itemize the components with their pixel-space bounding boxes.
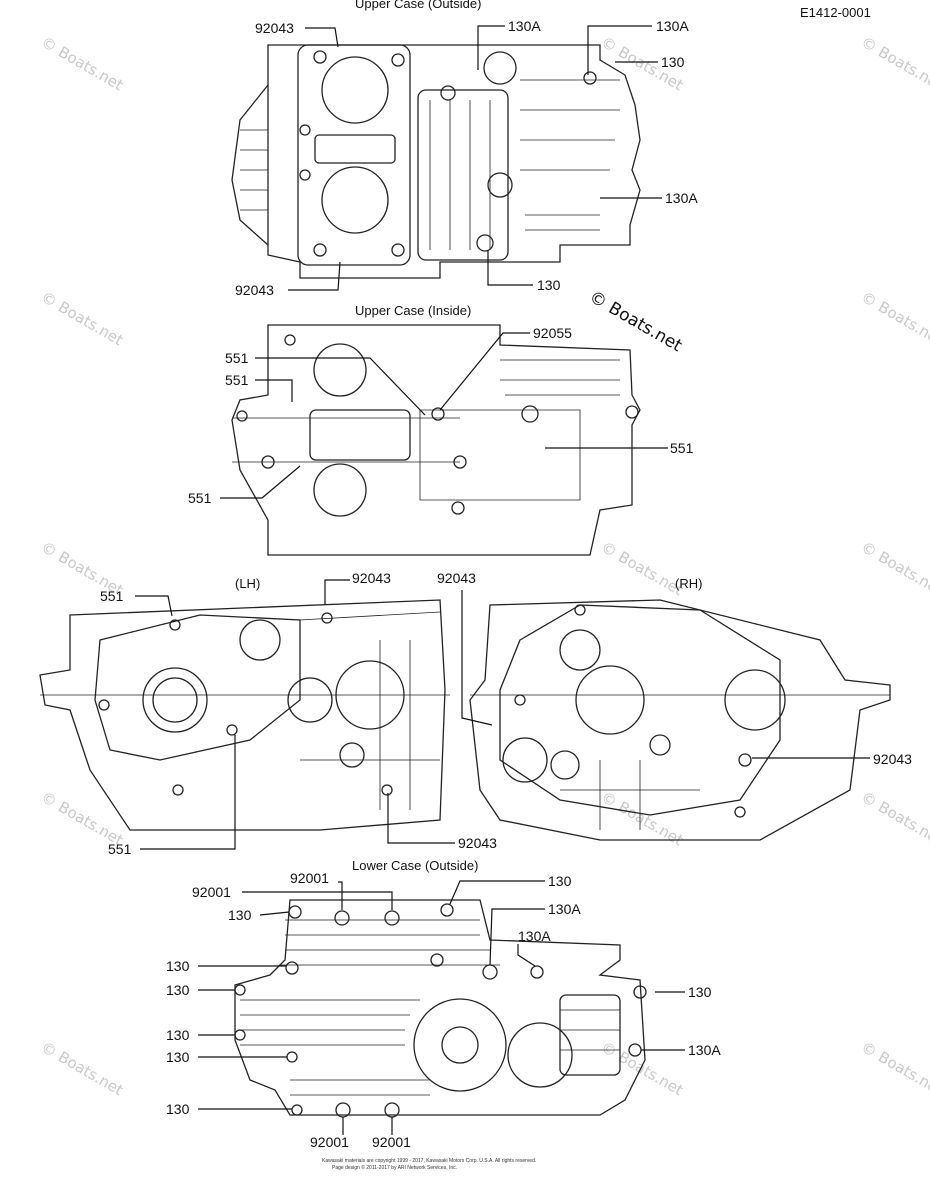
upper-inside-callouts: 92055 551 551 551 551 bbox=[188, 325, 694, 506]
caption-lower-outside: Lower Case (Outside) bbox=[352, 858, 478, 873]
watermark: © Boats.net bbox=[858, 288, 930, 349]
callout-label: 130A bbox=[508, 18, 541, 34]
caption-upper-outside: Upper Case (Outside) bbox=[355, 0, 481, 11]
watermark: © Boats.net bbox=[858, 788, 930, 849]
figure-id: E1412-0001 bbox=[800, 5, 871, 20]
watermark: © Boats.net bbox=[858, 1038, 930, 1099]
lh-case-drawing bbox=[39, 599, 450, 831]
callout-label: 92001 bbox=[192, 884, 231, 900]
callout-label: 130 bbox=[166, 982, 190, 998]
callout-label: 130 bbox=[166, 958, 190, 974]
caption-rh: (RH) bbox=[675, 576, 702, 591]
callout-label: 130A bbox=[518, 928, 551, 944]
callout-label: 551 bbox=[225, 372, 249, 388]
watermark: © Boats.net bbox=[38, 288, 126, 349]
callout-label: 130 bbox=[537, 277, 561, 293]
watermark-large: © Boats.net bbox=[586, 287, 686, 356]
callout-label: 130 bbox=[166, 1027, 190, 1043]
watermark: © Boats.net bbox=[38, 33, 126, 94]
upper-case-inside-drawing bbox=[231, 324, 641, 556]
callout-label: 130 bbox=[228, 907, 252, 923]
callout-label: 92055 bbox=[533, 325, 572, 341]
callout-label: 92001 bbox=[290, 870, 329, 886]
callout-label: 551 bbox=[225, 350, 249, 366]
callout-label: 130 bbox=[166, 1101, 190, 1117]
callout-label: 92043 bbox=[437, 570, 476, 586]
lower-case-outside-drawing bbox=[234, 899, 647, 1118]
upper-outside-callouts: 92043 130A 130A 130 130A 130 92043 bbox=[235, 18, 698, 298]
callout-label: 92043 bbox=[255, 20, 294, 36]
watermark: © Boats.net bbox=[598, 538, 686, 599]
callout-label: 92043 bbox=[458, 835, 497, 851]
callout-label: 130A bbox=[656, 18, 689, 34]
callout-label: 92001 bbox=[372, 1134, 411, 1150]
callout-label: 551 bbox=[108, 841, 132, 857]
callout-label: 130A bbox=[548, 901, 581, 917]
caption-upper-inside: Upper Case (Inside) bbox=[355, 303, 471, 318]
upper-case-outside-drawing bbox=[231, 44, 641, 279]
callout-label: 130 bbox=[166, 1049, 190, 1065]
callout-label: 551 bbox=[670, 440, 694, 456]
copyright-line: Kawasaki materials are copyright 1999 - … bbox=[322, 1158, 536, 1164]
watermark: © Boats.net bbox=[858, 33, 930, 94]
callout-label: 130A bbox=[688, 1042, 721, 1058]
callout-label: 92001 bbox=[310, 1134, 349, 1150]
callout-label: 92043 bbox=[352, 570, 391, 586]
copyright-line: Page design © 2011-2017 by ARI Network S… bbox=[332, 1164, 457, 1171]
watermark: © Boats.net bbox=[598, 1038, 686, 1099]
callout-label: 130 bbox=[688, 984, 712, 1000]
callout-label: 130 bbox=[548, 873, 572, 889]
callout-label: 130A bbox=[665, 190, 698, 206]
rh-case-drawing bbox=[469, 599, 891, 841]
lower-outside-callouts: 92001 130 92001 130 130A 130A 130 130 13… bbox=[166, 870, 721, 1150]
callout-label: 551 bbox=[100, 588, 124, 604]
callout-label: 551 bbox=[188, 490, 212, 506]
watermark: © Boats.net bbox=[38, 1038, 126, 1099]
watermark: © Boats.net bbox=[858, 538, 930, 599]
lh-rh-callouts: 551 92043 92043 92043 551 92043 bbox=[100, 570, 912, 857]
caption-lh: (LH) bbox=[235, 576, 260, 591]
watermark-layer: © Boats.net © Boats.net © Boats.net © Bo… bbox=[38, 33, 930, 1099]
callout-label: 130 bbox=[661, 54, 685, 70]
callout-label: 92043 bbox=[235, 282, 274, 298]
callout-label: 92043 bbox=[873, 751, 912, 767]
